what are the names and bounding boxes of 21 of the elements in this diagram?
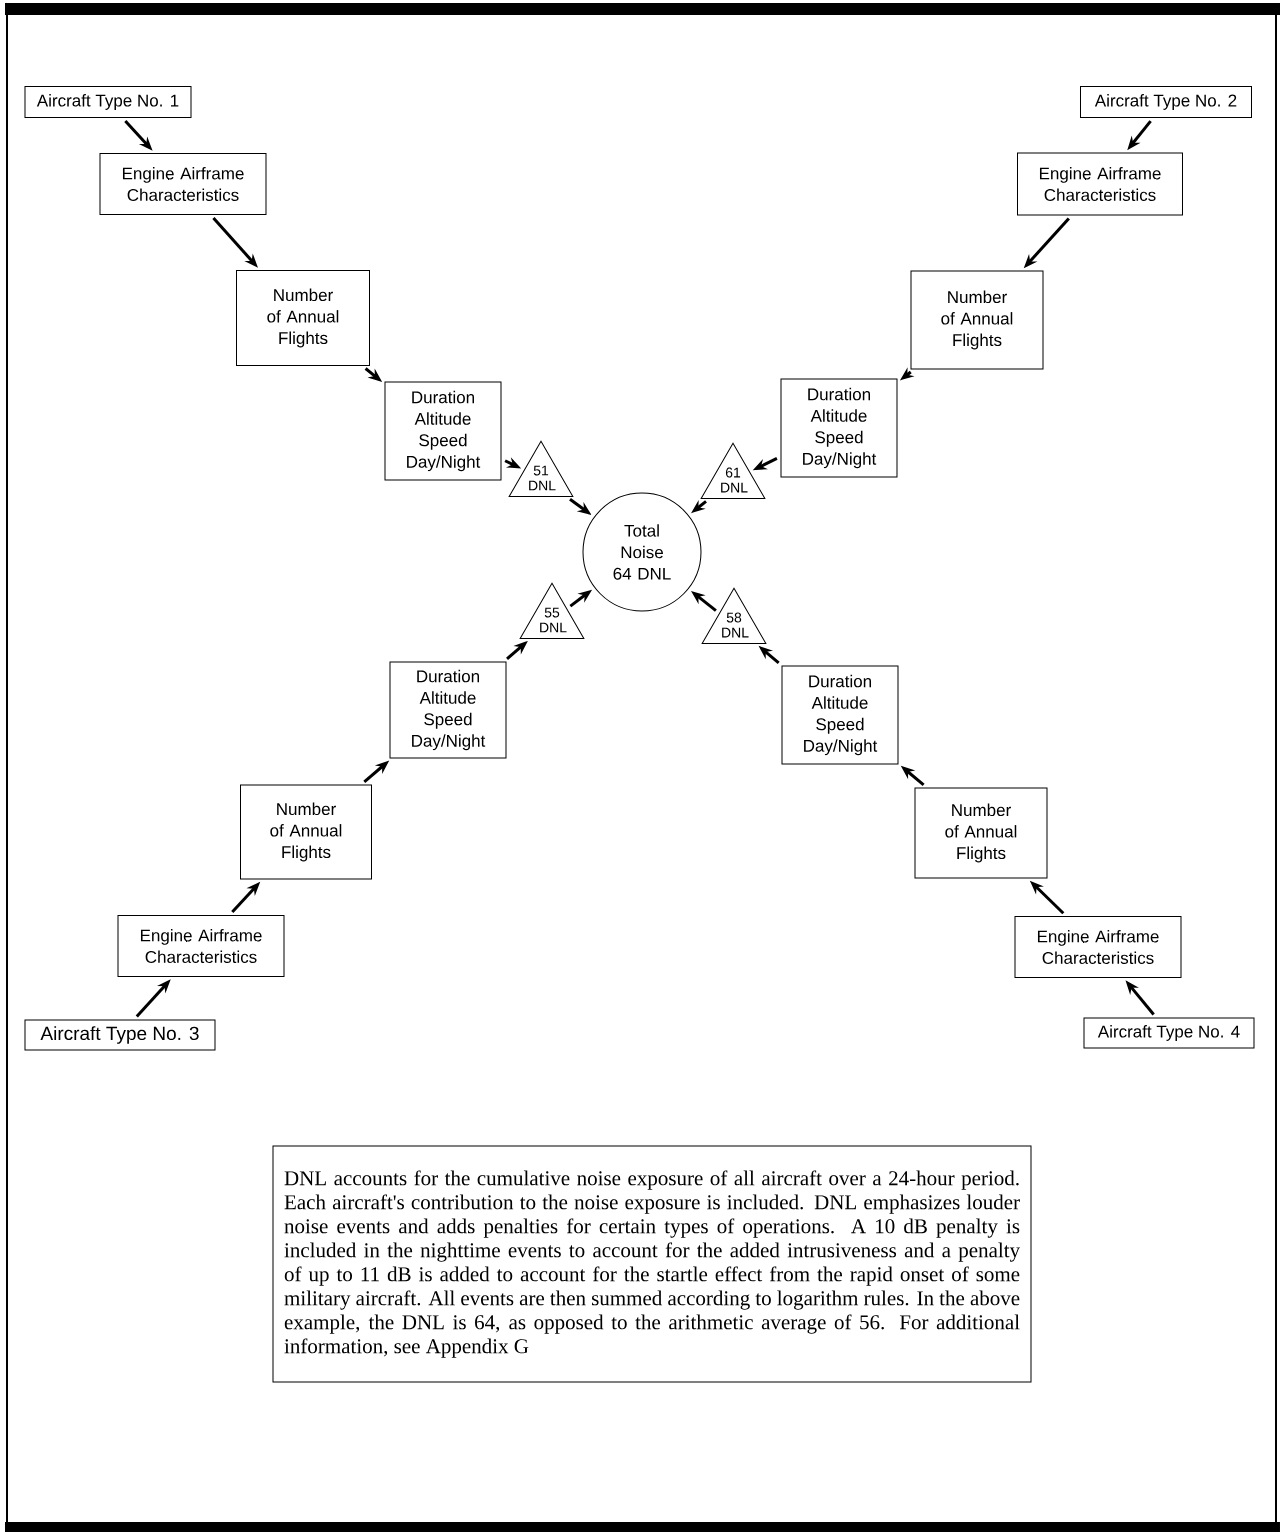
process-box: Number of Annual Flights (914, 787, 1048, 879)
process-box: Engine Airframe Characteristics (117, 915, 285, 977)
process-box: Duration Altitude Speed Day/Night (781, 665, 899, 765)
process-box: Duration Altitude Speed Day/Night (384, 381, 502, 481)
label-box: Aircraft Type No. 1 (24, 86, 192, 118)
process-box: Number of Annual Flights (236, 270, 370, 366)
process-box: Number of Annual Flights (240, 784, 372, 880)
value-triangle: 61 DNL (700, 442, 766, 499)
value-triangle: 55 DNL (519, 582, 585, 639)
process-box: Number of Annual Flights (910, 270, 1044, 370)
label-box: Aircraft Type No. 2 (1080, 86, 1252, 118)
process-box: Engine Airframe Characteristics (1014, 916, 1182, 978)
process-box: Duration Altitude Speed Day/Night (389, 661, 507, 759)
process-box: Engine Airframe Characteristics (99, 153, 267, 215)
label-box: Aircraft Type No. 4 (1083, 1017, 1255, 1049)
process-box: Duration Altitude Speed Day/Night (780, 378, 898, 478)
process-box: Engine Airframe Characteristics (1017, 152, 1183, 216)
value-triangle: 51 DNL (508, 440, 574, 497)
note-box: DNL accounts for the cumulative noise exposure of all aircraft over a 24-hour period. Each aircraft's contribution to the noise exposure is included. DNL emphasizes louder noise events and adds penalties for certain types of operations. A 10 dB penalty is included in the nighttime events to account for the added intrusiveness and a penalty of up to 11 dB is added to account for the startle effect from the rapid onset of some military aircraft. All events are then summed according to logarithm rules. In the above example, the DNL is 64, as opposed to the arithmetic average of 56. For additional information, see Appendix G (272, 1145, 1032, 1383)
value-triangle: 58 DNL (701, 587, 767, 644)
label-box: Aircraft Type No. 3 (24, 1019, 216, 1051)
